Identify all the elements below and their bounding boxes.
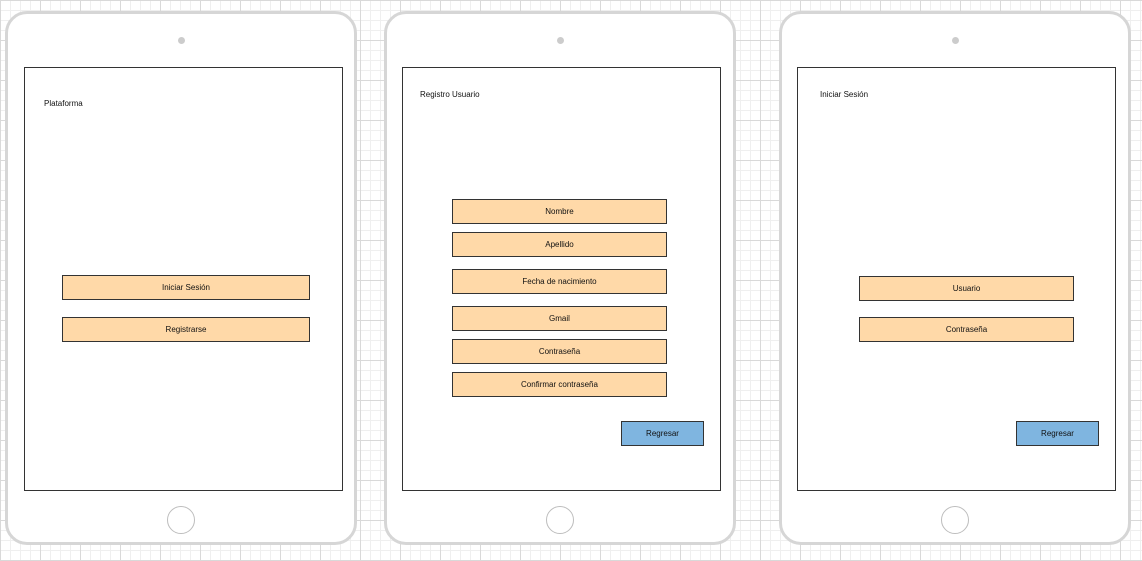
tablet-iniciar-sesion: Iniciar Sesión Usuario Contraseña Regres… xyxy=(779,11,1131,545)
camera-icon xyxy=(556,37,564,44)
usuario-field[interactable]: Usuario xyxy=(859,276,1074,301)
screen-registro-usuario: Registro Usuario Nombre Apellido Fecha d… xyxy=(402,67,721,491)
contrasena-field[interactable]: Contraseña xyxy=(859,317,1074,342)
regresar-button[interactable]: Regresar xyxy=(1016,421,1099,446)
contrasena-field[interactable]: Contraseña xyxy=(452,339,667,364)
home-button-icon xyxy=(167,506,195,534)
registrarse-button[interactable]: Registrarse xyxy=(62,317,310,342)
camera-icon xyxy=(177,37,185,44)
screen-iniciar-sesion: Iniciar Sesión Usuario Contraseña Regres… xyxy=(797,67,1116,491)
apellido-field[interactable]: Apellido xyxy=(452,232,667,257)
fecha-nacimiento-field[interactable]: Fecha de nacimiento xyxy=(452,269,667,294)
home-button-icon xyxy=(546,506,574,534)
home-button-icon xyxy=(941,506,969,534)
regresar-button[interactable]: Regresar xyxy=(621,421,704,446)
screen-title: Iniciar Sesión xyxy=(820,90,869,99)
tablet-plataforma: Plataforma Iniciar Sesión Registrarse xyxy=(5,11,357,545)
screen-title: Plataforma xyxy=(44,99,83,108)
tablet-registro-usuario: Registro Usuario Nombre Apellido Fecha d… xyxy=(384,11,736,545)
gmail-field[interactable]: Gmail xyxy=(452,306,667,331)
nombre-field[interactable]: Nombre xyxy=(452,199,667,224)
camera-icon xyxy=(951,37,959,44)
iniciar-sesion-button[interactable]: Iniciar Sesión xyxy=(62,275,310,300)
screen-title: Registro Usuario xyxy=(420,90,480,99)
confirmar-contrasena-field[interactable]: Confirmar contraseña xyxy=(452,372,667,397)
screen-plataforma: Plataforma Iniciar Sesión Registrarse xyxy=(24,67,343,491)
